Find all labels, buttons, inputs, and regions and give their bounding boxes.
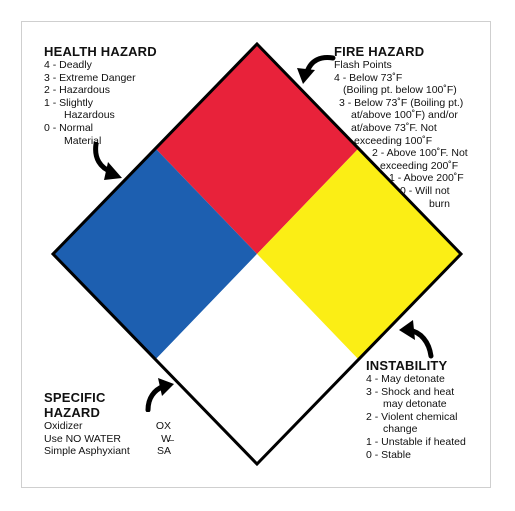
instability-line: 3 - Shock and heat xyxy=(366,385,455,398)
specific-hazard-arrow-icon xyxy=(145,378,174,412)
specific-hazard-title: HAZARD xyxy=(44,405,101,420)
fire-line: exceeding 100˚F xyxy=(354,134,433,147)
fire-line: 1 - Above 200˚F xyxy=(389,172,464,185)
instability-legend: INSTABILITY 4 - May detonate 3 - Shock a… xyxy=(366,358,466,461)
instability-quadrant xyxy=(257,149,461,359)
instability-arrow-icon xyxy=(399,320,434,359)
specific-hazard-code: SA xyxy=(156,445,171,458)
label-frame xyxy=(21,21,491,488)
instability-line: 0 - Stable xyxy=(366,448,411,461)
instability-title: INSTABILITY xyxy=(366,358,448,373)
fire-line: burn xyxy=(429,197,451,210)
specific-hazard-title: SPECIFIC xyxy=(44,390,106,405)
specific-hazard-row: Use NO WATER W̶ xyxy=(44,433,171,446)
specific-hazard-row: Oxidizer OX xyxy=(44,420,171,433)
fire-hazard-title: FIRE HAZARD xyxy=(334,44,425,59)
health-hazard-legend: HEALTH HAZARD 4 - Deadly 3 - Extreme Dan… xyxy=(44,44,157,147)
health-line: Hazardous xyxy=(64,109,115,122)
specific-hazard-row: Simple Asphyxiant SA xyxy=(44,445,171,458)
specific-hazard-label: Simple Asphyxiant xyxy=(44,445,130,458)
fire-line: 3 - Below 73˚F (Boiling pt.) xyxy=(339,96,464,109)
specific-hazard-code: W̶ xyxy=(161,432,171,445)
instability-line: 2 - Violent chemical xyxy=(366,410,458,423)
instability-line: change xyxy=(383,423,418,436)
fire-line: 2 - Above 100˚F. Not xyxy=(372,147,468,160)
instability-line: 4 - May detonate xyxy=(366,373,445,385)
specific-hazard-label: Oxidizer xyxy=(44,420,83,432)
health-line: 1 - Slightly xyxy=(44,96,94,109)
specific-hazard-code: OX xyxy=(155,420,171,432)
health-line: 0 - Normal xyxy=(44,121,94,134)
health-line: 4 - Deadly xyxy=(44,59,92,71)
health-quadrant xyxy=(53,149,257,359)
specific-hazard-legend: SPECIFIC HAZARD Oxidizer OX Use NO WATER… xyxy=(44,390,171,458)
health-arrow-icon xyxy=(93,142,122,180)
fire-line: 4 - Below 73˚F xyxy=(334,71,403,84)
health-line: Material xyxy=(64,134,102,147)
fire-line: at/above 73˚F. Not xyxy=(351,121,437,134)
instability-line: may detonate xyxy=(383,398,447,411)
fire-line: Flash Points xyxy=(334,59,392,71)
specific-hazard-label: Use NO WATER xyxy=(44,432,122,445)
health-line: 2 - Hazardous xyxy=(44,84,110,97)
fire-hazard-legend: FIRE HAZARD Flash Points 4 - Below 73˚F … xyxy=(334,44,468,210)
fire-arrow-icon xyxy=(297,55,336,84)
health-hazard-title: HEALTH HAZARD xyxy=(44,44,157,59)
instability-line: 1 - Unstable if heated xyxy=(366,435,466,448)
diamond-outline xyxy=(50,41,464,467)
fire-line: at/above 100˚F) and/or xyxy=(351,109,458,122)
fire-line: exceeding 200˚F xyxy=(380,159,459,172)
health-line: 3 - Extreme Danger xyxy=(44,71,136,84)
fire-line: (Boiling pt. below 100˚F) xyxy=(343,84,457,97)
fire-line: 0 - Will not xyxy=(400,184,450,197)
